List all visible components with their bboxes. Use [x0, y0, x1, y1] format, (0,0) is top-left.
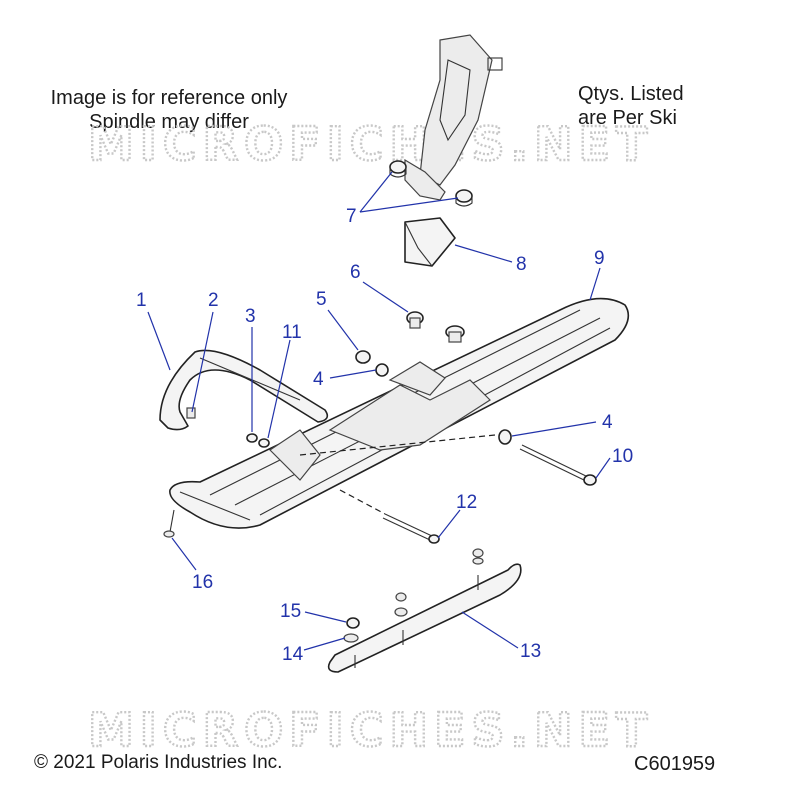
nut-5 — [355, 350, 371, 364]
leader-7a — [359, 171, 393, 213]
bolt-12 — [382, 513, 440, 544]
stopper-block — [404, 217, 456, 267]
callout-9: 9 — [594, 248, 605, 269]
leader-1 — [147, 311, 171, 371]
leader-2 — [191, 311, 214, 413]
carbide-runner — [327, 548, 522, 673]
rivet-16 — [163, 509, 175, 538]
callout-13: 13 — [520, 641, 541, 662]
handle-bolt — [186, 407, 196, 419]
diagram-code: C601959 — [634, 753, 716, 775]
axis-line-upper — [299, 434, 496, 456]
ski-body — [169, 297, 630, 529]
watermark-top: MICROFICHES.NET — [88, 117, 653, 171]
reference-note-line1: Image is for reference only — [50, 87, 288, 109]
leader-6 — [362, 281, 409, 313]
leader-13 — [461, 611, 519, 649]
copyright-text: © 2021 Polaris Industries Inc. — [34, 752, 283, 773]
leader-14 — [303, 637, 346, 651]
washer-11 — [258, 438, 270, 448]
bushing-left — [389, 160, 407, 178]
callout-10: 10 — [612, 446, 633, 467]
callout-7: 7 — [346, 206, 357, 227]
nut-15 — [346, 617, 360, 629]
leader-4a — [329, 369, 377, 379]
callout-11: 11 — [282, 322, 302, 343]
bolt-6 — [406, 311, 424, 329]
leader-16 — [171, 537, 197, 571]
callout-4a: 4 — [313, 369, 324, 390]
washer-4-right — [498, 429, 512, 445]
quantity-note: Qtys. Listed are Per Ski — [578, 82, 684, 130]
washer-14 — [343, 633, 359, 643]
callout-4b: 4 — [602, 412, 613, 433]
callout-12: 12 — [456, 492, 477, 513]
callout-8: 8 — [516, 254, 527, 275]
callout-1: 1 — [136, 290, 147, 311]
leader-12 — [437, 509, 461, 539]
spindle — [404, 34, 503, 201]
callout-3: 3 — [245, 306, 256, 327]
bushing-right — [455, 189, 473, 207]
bolt-10 — [519, 444, 597, 486]
leader-9 — [589, 267, 601, 301]
nut-3 — [246, 433, 258, 443]
ski-handle — [159, 349, 329, 431]
leader-4b — [511, 421, 597, 437]
callout-14: 14 — [282, 644, 304, 665]
leader-11 — [267, 339, 291, 439]
reference-note: Image is for reference only Spindle may … — [38, 86, 300, 134]
leader-15 — [304, 611, 347, 623]
callout-5: 5 — [316, 289, 327, 310]
leader-7b — [359, 197, 459, 213]
reference-note-line2: Spindle may differ — [89, 111, 249, 133]
callout-6: 6 — [350, 262, 361, 283]
quantity-note-line2: are Per Ski — [578, 107, 677, 129]
callout-16: 16 — [192, 572, 213, 593]
quantity-note-line1: Qtys. Listed — [578, 83, 684, 105]
callout-15: 15 — [280, 601, 301, 622]
leader-8 — [454, 244, 513, 263]
leader-10 — [595, 457, 611, 479]
callout-2: 2 — [208, 290, 219, 311]
watermark-bottom: MICROFICHES.NET — [88, 703, 653, 757]
leader-5 — [327, 309, 359, 351]
axis-line-lower — [339, 489, 386, 515]
washer-4-left — [375, 363, 389, 377]
cap-6b — [445, 325, 465, 343]
